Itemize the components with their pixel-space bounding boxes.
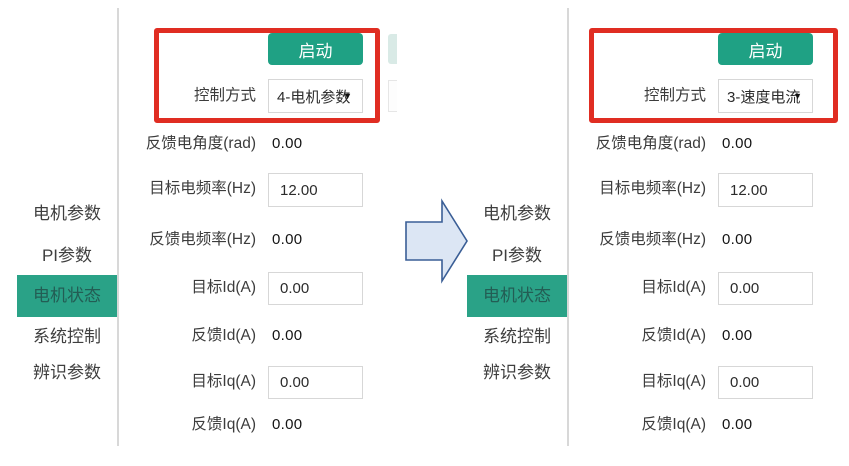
control-mode-select[interactable]: 3-速度电流 ▼ [718,79,813,113]
sidebar-item-identification-parameters[interactable]: 辨识参数 [33,363,101,382]
sidebar-item-identification-parameters[interactable]: 辨识参数 [483,363,551,382]
feedback-iq-value: 0.00 [722,416,753,433]
target-iq-label: 目标Iq(A) [191,373,256,390]
clipped-dropdown-edge [388,80,397,112]
sidebar-item-system-control[interactable]: 系统控制 [483,327,551,346]
sidebar-divider [117,8,119,446]
target-frequency-label: 目标电频率(Hz) [149,180,256,197]
feedback-frequency-label: 反馈电频率(Hz) [599,231,706,248]
target-frequency-label: 目标电频率(Hz) [599,180,706,197]
target-id-label: 目标Id(A) [641,279,706,296]
feedback-electrical-angle-label: 反馈电角度(rad) [145,135,256,152]
transition-arrow-icon [405,198,468,284]
sidebar-divider [567,8,569,446]
chevron-down-icon: ▼ [343,90,352,101]
chevron-down-icon: ▼ [793,90,802,101]
feedback-electrical-angle-value: 0.00 [272,135,303,152]
control-mode-label: 控制方式 [643,87,706,104]
feedback-id-label: 反馈Id(A) [191,327,256,344]
panel-before: 电机参数 PI参数 电机状态 系统控制 辨识参数 启动 控制方式 4-电机参数 … [17,8,397,446]
feedback-electrical-angle-value: 0.00 [722,135,753,152]
target-frequency-input[interactable] [268,173,363,207]
target-id-label: 目标Id(A) [191,279,256,296]
feedback-frequency-label: 反馈电频率(Hz) [149,231,256,248]
start-button[interactable]: 启动 [268,33,363,65]
control-mode-value: 4-电机参数 [277,88,351,106]
sidebar-item-motor-parameters[interactable]: 电机参数 [33,204,101,223]
target-iq-input[interactable] [718,366,813,399]
feedback-id-label: 反馈Id(A) [641,327,706,344]
feedback-id-value: 0.00 [272,327,303,344]
target-iq-label: 目标Iq(A) [641,373,706,390]
sidebar-item-motor-status[interactable]: 电机状态 [467,275,567,317]
target-id-input[interactable] [268,272,363,305]
feedback-electrical-angle-label: 反馈电角度(rad) [595,135,706,152]
target-frequency-input[interactable] [718,173,813,207]
target-iq-input[interactable] [268,366,363,399]
sidebar-item-system-control[interactable]: 系统控制 [33,327,101,346]
control-mode-select[interactable]: 4-电机参数 ▼ [268,79,363,113]
feedback-id-value: 0.00 [722,327,753,344]
control-mode-value: 3-速度电流 [727,88,801,106]
sidebar-item-pi-parameters[interactable]: PI参数 [41,246,93,265]
feedback-frequency-value: 0.00 [272,231,303,248]
panel-after: 电机参数 PI参数 电机状态 系统控制 辨识参数 启动 控制方式 3-速度电流 … [450,0,849,466]
feedback-frequency-value: 0.00 [722,231,753,248]
start-button[interactable]: 启动 [718,33,813,65]
sidebar-item-motor-status[interactable]: 电机状态 [17,275,117,317]
feedback-iq-value: 0.00 [272,416,303,433]
feedback-iq-label: 反馈Iq(A) [191,416,256,433]
target-id-input[interactable] [718,272,813,305]
control-mode-label: 控制方式 [193,87,256,104]
sidebar-item-pi-parameters[interactable]: PI参数 [491,246,543,265]
feedback-iq-label: 反馈Iq(A) [641,416,706,433]
clipped-button-edge [388,34,397,64]
sidebar-item-motor-parameters[interactable]: 电机参数 [483,204,551,223]
